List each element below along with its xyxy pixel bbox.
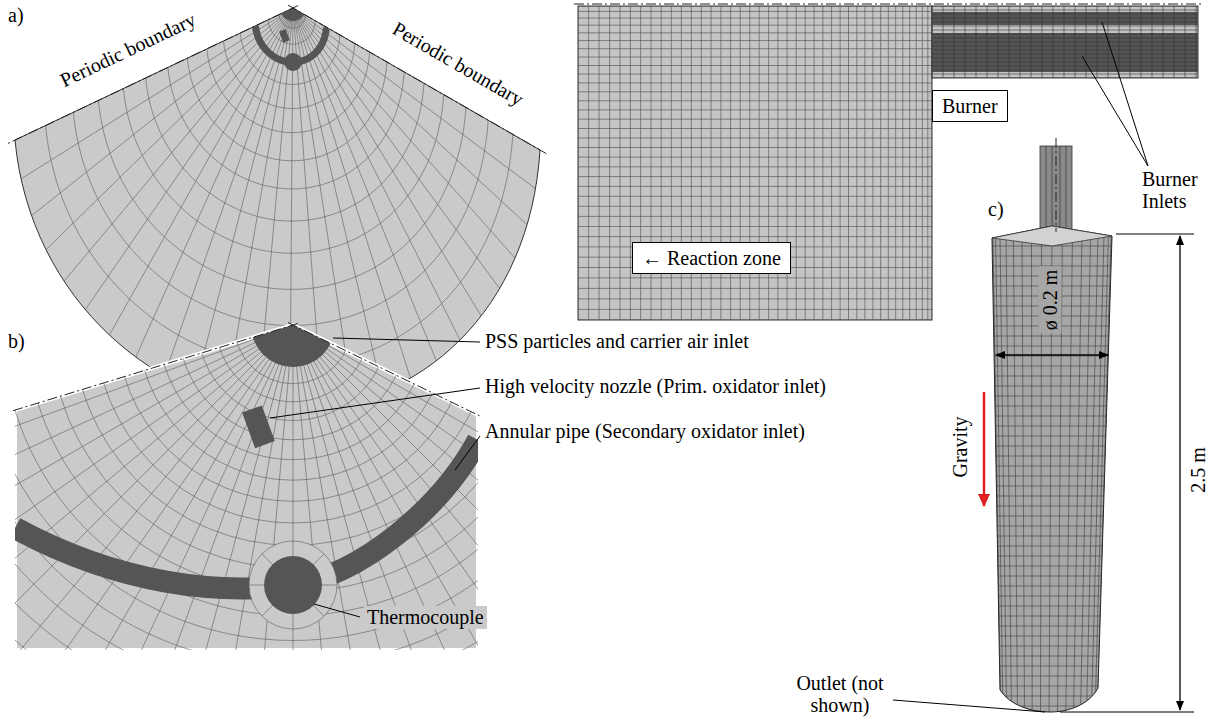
thermo-ring xyxy=(249,541,337,629)
label-box: Burner xyxy=(932,90,1008,122)
direction-label: Gravity xyxy=(949,416,972,477)
periodic-line xyxy=(10,324,298,412)
mesh-lines xyxy=(932,6,1198,78)
extension-line xyxy=(1116,234,1194,235)
leader-line xyxy=(333,338,480,342)
annular-pipe xyxy=(15,440,478,588)
dimension-label: ø 0.2 m xyxy=(1039,267,1062,334)
callout-label: Burner Inlets xyxy=(1142,168,1210,212)
dimension-arrow xyxy=(1179,236,1180,710)
panel-letter: c) xyxy=(988,198,1004,221)
burner-ground xyxy=(932,6,1198,78)
thermocouple xyxy=(284,53,302,71)
pss-inlet xyxy=(280,0,306,21)
mesh-lines xyxy=(985,236,1115,714)
axis-line xyxy=(1056,138,1057,232)
callout-label: Annular pipe (Secondary oxidator inlet) xyxy=(485,420,805,443)
gravity-arrow xyxy=(983,392,986,506)
leader-line xyxy=(1102,22,1148,166)
periodic-line xyxy=(288,5,548,155)
thermocouple xyxy=(264,556,322,614)
zoom-ground xyxy=(15,325,478,650)
panel-letter: b) xyxy=(8,330,25,353)
nozzle xyxy=(279,29,290,43)
callout-label: PSS particles and carrier air inlet xyxy=(485,330,749,353)
leader-line xyxy=(1082,56,1148,166)
leader-line xyxy=(314,604,360,617)
zoom-mesh-b xyxy=(0,283,920,722)
axis-line xyxy=(574,4,1202,5)
panel-letter: a) xyxy=(8,4,24,27)
extension-line xyxy=(1060,712,1194,713)
sector-mesh-a xyxy=(8,0,548,410)
leader-line xyxy=(893,700,1045,712)
callout-label: Outlet (not shown) xyxy=(775,672,905,716)
mesh-lines xyxy=(21,8,535,410)
reaction-ground xyxy=(578,6,932,320)
callout-label: High velocity nozzle (Prim. oxidator inl… xyxy=(485,375,826,398)
mesh-lines xyxy=(578,6,932,320)
periodic-line xyxy=(288,323,482,417)
label-box: ← Reaction zone xyxy=(632,242,791,274)
mesh-lines xyxy=(0,325,920,722)
mesh-lines xyxy=(249,541,337,629)
leader-line xyxy=(270,388,480,418)
dimension-label: 2.5 m xyxy=(1187,447,1210,493)
dimension-arrow xyxy=(996,354,1108,355)
box-text: Burner xyxy=(942,94,998,118)
cylinder-mesh xyxy=(893,138,1194,714)
cylinder-body xyxy=(992,226,1112,712)
nozzle xyxy=(242,405,275,448)
callout-label: Thermocouple xyxy=(364,606,487,629)
periodic-line xyxy=(8,6,298,144)
leader-line xyxy=(455,436,480,470)
box-text: ← Reaction zone xyxy=(642,246,781,270)
cylinder-top xyxy=(992,226,1112,246)
sector-outline xyxy=(15,8,540,410)
